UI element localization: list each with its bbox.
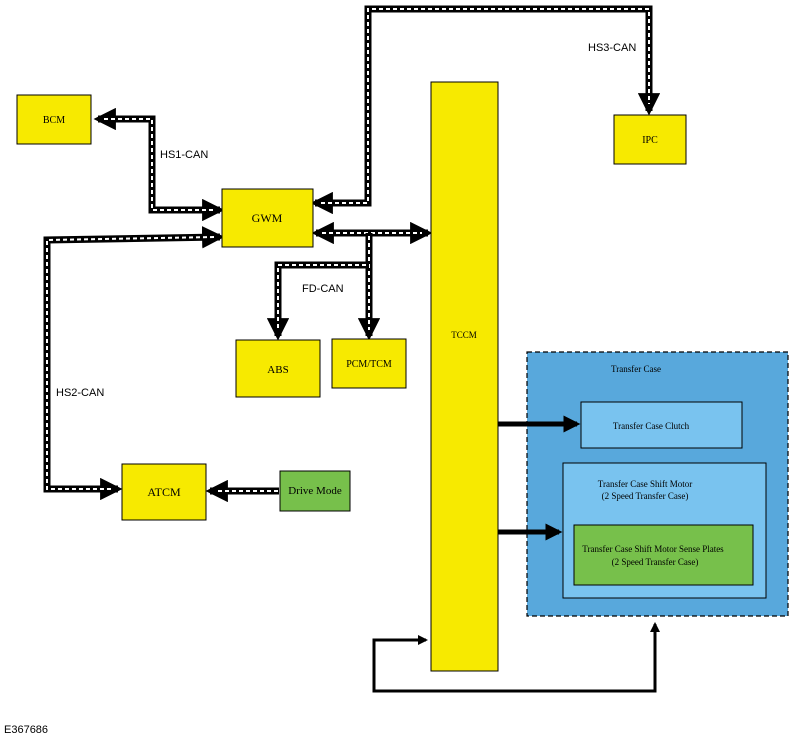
fd-can-label: FD-CAN — [302, 283, 344, 295]
ipc-label: IPC — [642, 135, 658, 146]
transfer-case-clutch: Transfer Case Clutch — [580, 401, 743, 449]
transfer-case-title: Transfer Case — [611, 364, 661, 374]
transfer-case-clutch-label: Transfer Case Clutch — [613, 421, 690, 431]
transfer-case-shift-motor: Transfer Case Shift Motor (2 Speed Trans… — [562, 462, 767, 599]
shift-motor-label-line2: (2 Speed Transfer Case) — [602, 491, 689, 501]
abs-label: ABS — [267, 364, 288, 376]
gwm-label: GWM — [252, 211, 283, 225]
bcm-label: BCM — [43, 115, 65, 126]
tccm-module: TCCM — [430, 81, 499, 672]
abs-module: ABS — [235, 339, 321, 398]
gwm-module: GWM — [221, 188, 314, 248]
transfer-case-group: Transfer Case Transfer Case Clutch Trans… — [526, 351, 789, 617]
sense-plates-label-line2: (2 Speed Transfer Case) — [612, 557, 699, 567]
sense-plates-label-line1: Transfer Case Shift Motor Sense Plates — [582, 544, 724, 554]
shift-motor-sense-plates: Transfer Case Shift Motor Sense Plates (… — [573, 524, 754, 586]
fd-can-link — [266, 221, 433, 341]
drive-mode-label: Drive Mode — [288, 485, 342, 497]
atcm-label: ATCM — [147, 485, 181, 499]
atcm-module: ATCM — [121, 463, 207, 521]
hs2-can-label: HS2-CAN — [56, 387, 104, 399]
ipc-module: IPC — [613, 114, 687, 165]
hs3-can-link — [310, 5, 661, 215]
hs1-can-link — [93, 107, 225, 222]
hs2-can-link — [43, 226, 225, 501]
pcm-tcm-label: PCM/TCM — [346, 359, 392, 370]
hs1-can-label: HS1-CAN — [160, 149, 208, 161]
figure-id: E367686 — [4, 724, 48, 736]
hs3-can-label: HS3-CAN — [588, 42, 636, 54]
drive-mode-module: Drive Mode — [279, 470, 351, 512]
tccm-label: TCCM — [451, 330, 477, 340]
transfer-case-feedback-loop — [372, 621, 661, 693]
pcm-tcm-module: PCM/TCM — [331, 338, 407, 389]
shift-motor-label-line1: Transfer Case Shift Motor — [598, 479, 692, 489]
bcm-module: BCM — [16, 94, 92, 145]
